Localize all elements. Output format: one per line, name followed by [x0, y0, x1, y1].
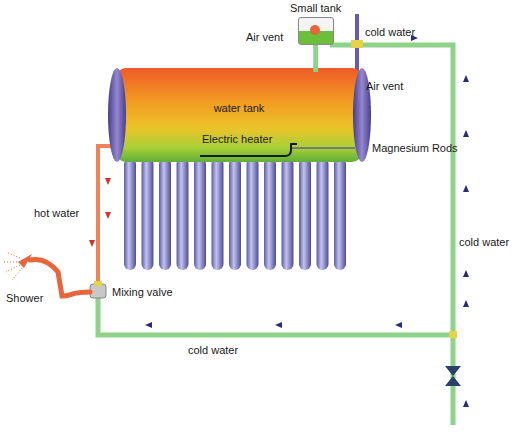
shower-head [4, 252, 90, 296]
vacuum-tube [264, 158, 276, 270]
pipe-joint [351, 40, 363, 48]
node-label: Small tank [288, 2, 343, 15]
cold-water-pipe [98, 45, 453, 425]
part-label: hot water [34, 207, 79, 220]
vacuum-tube [124, 158, 136, 270]
water-tank: water tank [126, 72, 352, 158]
electric-heater [200, 144, 297, 156]
vacuum-tube [142, 158, 154, 270]
vacuum-tube [212, 158, 224, 270]
vacuum-tube [334, 158, 346, 270]
vacuum-tube [229, 158, 241, 270]
float-ball [310, 25, 320, 35]
part-label: Shower [6, 292, 43, 305]
stop-valve [445, 331, 461, 386]
magnesium-rod [292, 147, 355, 149]
part-label: Electric heater [202, 133, 272, 146]
vacuum-tube [159, 158, 171, 270]
part-label: Magnesium Rods [372, 142, 458, 155]
vacuum-tubes [124, 158, 346, 270]
vacuum-tube [282, 158, 294, 270]
part-label: cold water [365, 26, 415, 39]
water-tank-body [108, 68, 371, 162]
small-tank-box [298, 17, 334, 45]
vacuum-tube [299, 158, 311, 270]
mixing-valve [90, 281, 106, 298]
vacuum-tube [177, 158, 189, 270]
feed-pipe [313, 45, 318, 72]
part-label: Air vent [246, 31, 283, 44]
vacuum-tube [317, 158, 329, 270]
part-label: cold water [459, 236, 509, 249]
hot-water-pipe [98, 146, 115, 287]
part-label: Mixing valve [112, 286, 173, 299]
small-tank: Small tank [288, 2, 343, 45]
node-label: water tank [126, 102, 352, 115]
part-label: Air vent [366, 80, 403, 93]
vacuum-tube [247, 158, 259, 270]
vacuum-tube [194, 158, 206, 270]
part-label: cold water [188, 344, 238, 357]
